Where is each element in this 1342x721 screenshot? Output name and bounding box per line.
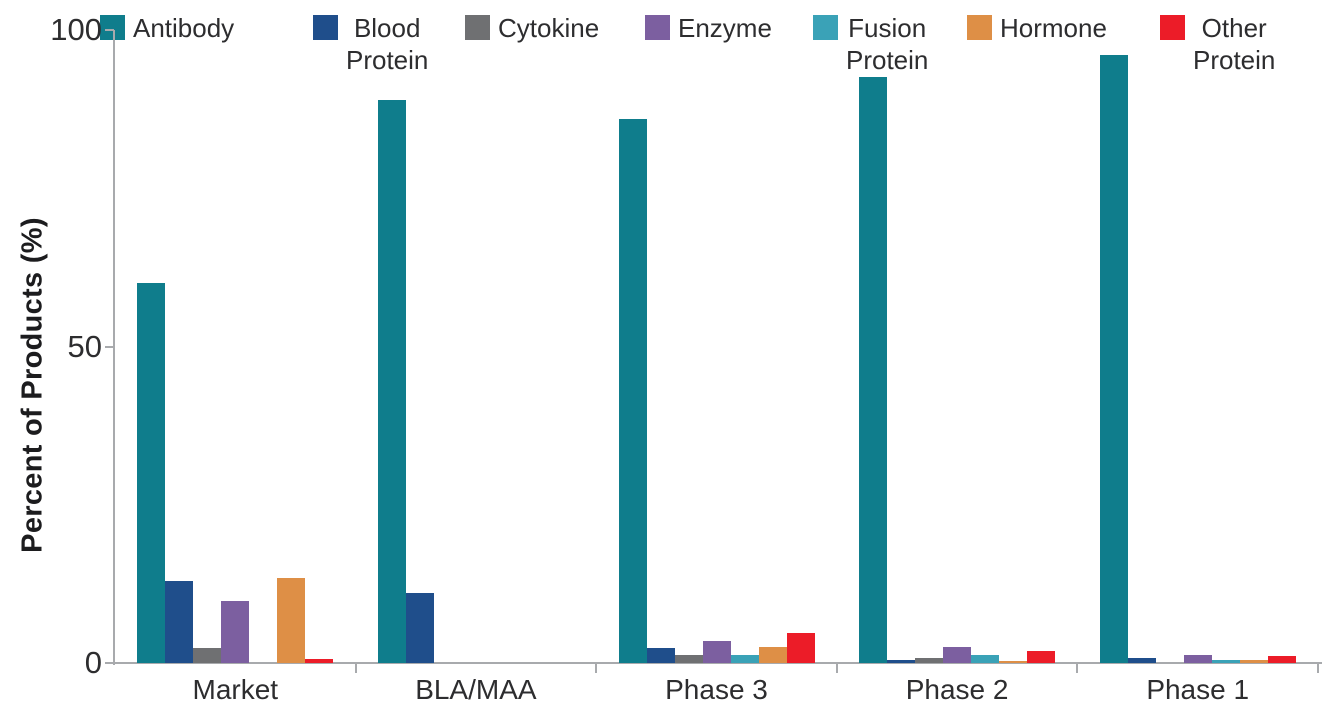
y-axis-line [113,30,115,665]
bar-phase-2-enzyme [943,646,972,663]
bar-bla-maa-antibody [377,99,406,663]
x-tick-3 [835,664,838,673]
category-label-phase-3: Phase 3 [665,674,768,705]
bar-market-other-protein [305,659,334,663]
bar-market-blood-protein [165,580,194,663]
bar-phase-1-fusion-protein [1211,659,1240,663]
legend-item-blood-protein: Blood Protein [313,12,428,76]
bar-phase-1-hormone [1239,660,1268,663]
bar-phase-1-enzyme [1183,655,1212,663]
legend-item-hormone: Hormone [967,12,1107,44]
category-label-market: Market [192,674,279,705]
x-tick-1 [354,664,357,673]
legend-label-antibody: Antibody [133,13,235,43]
y-tick-0 [105,662,114,664]
y-tick-label-0: 0 [84,645,102,680]
legend-label-hormone: Hormone [1000,13,1107,43]
legend-item-other-protein: Other Protein [1160,12,1275,76]
legend-swatch-cytokine [465,15,490,40]
legend-label-other-protein: Other Protein [1193,13,1276,75]
legend-item-fusion-protein: Fusion Protein [813,12,928,76]
bar-phase-2-cytokine [915,657,944,663]
bar-phase-2-blood-protein [887,660,916,663]
x-axis-line [106,662,1322,664]
x-tick-4 [1076,664,1079,673]
bar-phase-2-fusion-protein [971,655,1000,663]
bar-phase-3-antibody [618,118,647,663]
bar-phase-3-other-protein [786,632,815,663]
x-tick-5 [1317,664,1319,673]
y-tick-100 [105,29,114,31]
legend-swatch-enzyme [645,15,670,40]
bar-market-hormone [277,577,306,663]
legend-swatch-fusion-protein [813,15,838,40]
legend-label-cytokine: Cytokine [498,13,600,43]
y-axis-title: Percent of Products (%) [16,217,49,553]
y-tick-50 [105,345,114,348]
y-tick-label-100: 100 [50,12,102,47]
bar-phase-1-antibody [1099,55,1128,663]
bar-phase-2-antibody [859,77,888,663]
bar-phase-3-fusion-protein [730,655,759,663]
bar-phase-2-other-protein [1027,650,1056,663]
legend-label-fusion-protein: Fusion Protein [846,13,929,75]
bar-phase-3-blood-protein [646,647,675,663]
bar-phase-2-hormone [999,661,1028,663]
bar-phase-1-blood-protein [1127,657,1156,663]
legend-item-antibody: Antibody [100,12,234,44]
legend-label-blood-protein: Blood Protein [346,13,429,75]
legend-swatch-hormone [967,15,992,40]
legend-item-enzyme: Enzyme [645,12,772,44]
legend-item-cytokine: Cytokine [465,12,599,44]
bar-market-cytokine [193,648,222,663]
bar-market-enzyme [221,600,250,663]
category-label-bla-maa: BLA/MAA [415,674,537,705]
legend-label-enzyme: Enzyme [678,13,772,43]
bar-phase-3-cytokine [674,655,703,663]
x-tick-2 [595,664,598,673]
y-tick-label-50: 50 [67,328,102,364]
category-label-phase-1: Phase 1 [1146,674,1250,705]
legend-swatch-blood-protein [313,15,338,40]
legend: Antibody Blood Protein Cytokine Enzyme Fusio… [0,0,1342,95]
bar-phase-3-hormone [758,647,787,663]
bar-bla-maa-blood-protein [405,593,434,663]
legend-swatch-other-protein [1160,15,1185,40]
legend-swatch-antibody [100,15,125,40]
bar-market-antibody [137,283,166,663]
category-label-phase-2: Phase 2 [905,674,1009,705]
bar-phase-1-other-protein [1267,656,1296,663]
plot-area [115,30,1318,663]
bar-phase-3-enzyme [702,640,731,663]
